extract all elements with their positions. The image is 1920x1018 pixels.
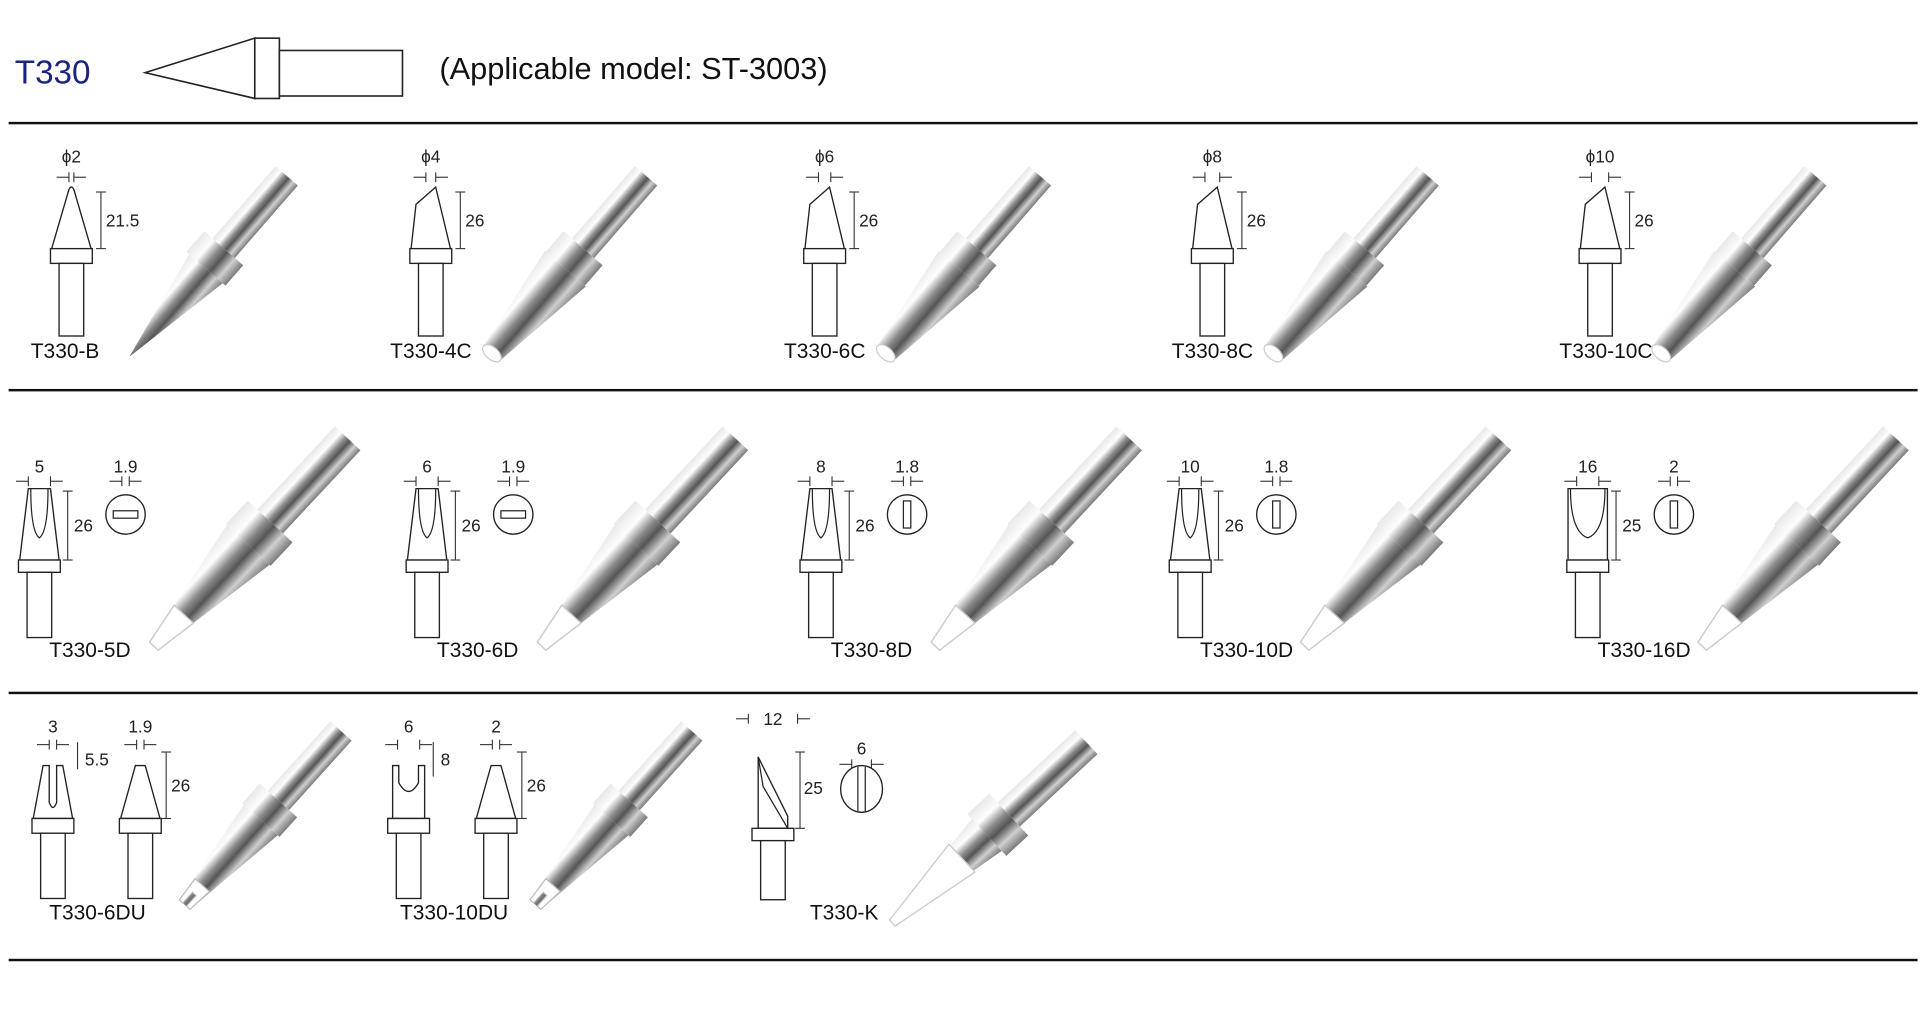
- tip-thickness-label: 1.8: [895, 457, 919, 477]
- tip-thickness-label: 1.8: [1264, 457, 1288, 477]
- tip-drawing: 8 26 1.8: [797, 426, 1143, 652]
- tip-diameter-label: ϕ2: [62, 146, 81, 166]
- applicable-model-note: (Applicable model: ST-3003): [439, 51, 828, 87]
- length-label: 26: [527, 775, 546, 795]
- tip-width-label: 16: [1578, 457, 1597, 477]
- model-label: T330-10D: [1200, 638, 1294, 663]
- tip-3d-render: [1299, 426, 1512, 652]
- tip-thickness-label: 2: [491, 716, 501, 736]
- tip-3d-render: [481, 166, 658, 363]
- length-label: 25: [1622, 516, 1641, 536]
- tip-drawing: ϕ8 26: [1190, 146, 1439, 363]
- tip-diameter-label: ϕ6: [815, 146, 834, 166]
- tip-width-label: 5: [35, 457, 45, 477]
- length-label: 26: [74, 516, 93, 536]
- tip-3d-render: [148, 426, 361, 652]
- model-label: T330-8C: [1171, 339, 1254, 364]
- model-label: T330-8D: [830, 638, 913, 663]
- length-label: 26: [465, 210, 484, 230]
- tip-drawing: 10 26 1.8: [1166, 426, 1512, 652]
- length-label: 26: [171, 775, 190, 795]
- length-label: 26: [859, 210, 878, 230]
- tip-drawing: ϕ2 21.5: [49, 146, 298, 357]
- tip-3d-render: [875, 166, 1052, 363]
- model-label: T330-6DU: [49, 900, 146, 925]
- length-label: 26: [1635, 210, 1654, 230]
- tip-3d-render: [930, 426, 1143, 652]
- tip-3d-render: [1263, 166, 1439, 363]
- tip-drawing: ϕ10 26: [1578, 146, 1827, 363]
- slot-depth-label: 8: [441, 750, 451, 770]
- divider: [8, 121, 1918, 125]
- tip-diameter-label: ϕ10: [1586, 146, 1615, 166]
- tip-drawing: 12 25 6: [736, 709, 1098, 927]
- tip-drawing: ϕ6 26: [803, 146, 1052, 363]
- tip-thickness-label: 1.9: [114, 457, 138, 477]
- tip-diameter-label: ϕ8: [1203, 146, 1222, 166]
- blade-thickness-label: 6: [857, 738, 867, 758]
- slot-width-label: 3: [48, 716, 58, 736]
- slot-width-label: 6: [404, 716, 414, 736]
- model-label: T330-6C: [784, 339, 866, 364]
- tip-drawing: 6 8 2 26: [385, 716, 703, 911]
- tip-3d-render: [178, 721, 352, 911]
- model-label: T330-10DU: [400, 900, 509, 925]
- tip-width-label: 10: [1181, 457, 1200, 477]
- model-label: T330-10C: [1559, 339, 1653, 364]
- tip-drawing: 16 25 2: [1564, 426, 1909, 652]
- blade-width-label: 12: [763, 709, 782, 729]
- series-title: T330: [14, 54, 91, 92]
- model-label: T330-5D: [49, 638, 131, 663]
- length-label: 26: [1225, 516, 1244, 536]
- model-label: T330-16D: [1597, 638, 1691, 663]
- tip-3d-render: [1651, 166, 1827, 363]
- tip-drawing: ϕ4 26: [409, 146, 658, 363]
- length-label: 26: [462, 516, 481, 536]
- tip-outline-icon: [142, 37, 404, 100]
- tip-diameter-label: ϕ4: [421, 146, 441, 166]
- divider: [8, 691, 1918, 695]
- tip-drawing: 3 5.5 1.9 26: [31, 716, 352, 911]
- tip-thickness-label: 1.9: [128, 716, 152, 736]
- tip-3d-render: [529, 721, 703, 911]
- model-label: T330-6D: [436, 638, 519, 663]
- tip-drawing: 6 26 1.9: [403, 426, 749, 652]
- tip-width-label: 6: [422, 457, 432, 477]
- length-label: 21.5: [106, 210, 140, 230]
- model-label: T330-K: [809, 900, 879, 925]
- model-label: T330-4C: [390, 339, 472, 364]
- tip-thickness-label: 2: [1669, 457, 1679, 477]
- model-label: T330-B: [30, 339, 100, 364]
- length-label: 25: [804, 778, 823, 798]
- tip-drawing: 5 26 1.9: [16, 426, 361, 652]
- tip-3d-render: [888, 730, 1098, 927]
- length-label: 26: [1247, 210, 1266, 230]
- slot-depth-label: 5.5: [85, 750, 109, 770]
- tip-3d-render: [536, 426, 749, 652]
- tip-thickness-label: 1.9: [501, 457, 525, 477]
- divider: [8, 958, 1918, 962]
- tip-width-label: 8: [816, 457, 826, 477]
- tip-3d-render: [129, 166, 298, 357]
- divider: [8, 388, 1918, 392]
- length-label: 26: [855, 516, 874, 536]
- tip-3d-render: [1696, 426, 1909, 652]
